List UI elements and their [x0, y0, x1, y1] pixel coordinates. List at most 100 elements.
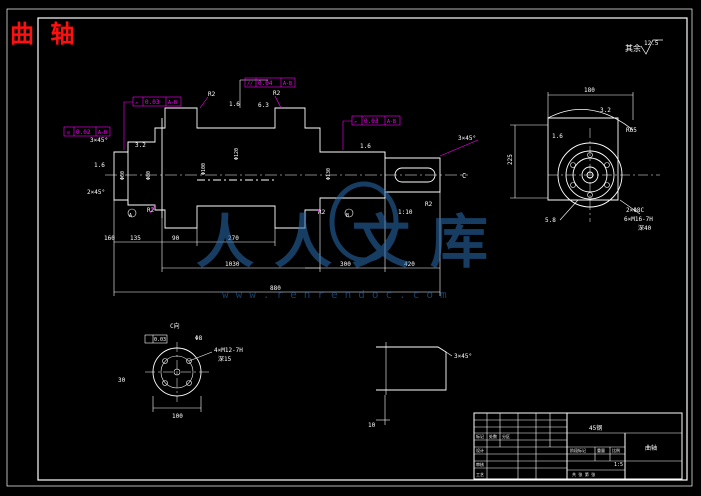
tol-frame-3: // 0.04 A-B: [244, 77, 296, 88]
section-note-0: 4×M12-7H: [214, 347, 243, 354]
tb-col-1: 重量: [597, 447, 605, 453]
detail-view-labels: 3×45° 10: [368, 353, 472, 429]
section-view-labels: C向 0.03 30 Φ8 100 4×M12-7H 深15: [118, 322, 243, 420]
side-note-0: 6×M16-7H: [624, 216, 653, 223]
detail-dim: 10: [368, 422, 376, 429]
taper-ratio: 1:10: [398, 209, 413, 216]
chamfer-left-top: 3×45°: [90, 137, 108, 144]
mark-5: 6.3: [258, 102, 269, 109]
mark-2: 1.6: [229, 101, 240, 108]
side-dim-height: 225: [507, 154, 514, 165]
inner-border: [37, 17, 688, 481]
svg-text:↗: ↗: [354, 119, 357, 125]
radius-4: R2: [318, 209, 326, 216]
dia-1: Φ60: [120, 171, 126, 180]
section-dim-dia: Φ8: [195, 335, 203, 342]
watermark: 人人文库 www.renrendoc.com: [196, 181, 508, 301]
dia-2: Φ80: [146, 171, 152, 180]
radius-2: R2: [273, 90, 281, 97]
mark-4: 3.2: [135, 142, 146, 149]
diameter-labels: Φ60 Φ80 Φ100 Φ120 Φ130: [120, 148, 332, 180]
mark-1: 1.6: [94, 162, 105, 169]
side-radius: R65: [626, 127, 637, 134]
tb-code: [650, 466, 653, 472]
svg-text:A-B: A-B: [98, 130, 107, 136]
title-block: [473, 412, 683, 480]
side-dim-top: 180: [584, 87, 595, 94]
svg-text:0.03: 0.03: [364, 118, 379, 125]
svg-text://: //: [247, 81, 253, 87]
tb-row-2: 审核: [476, 461, 484, 467]
dimension-lines: [113, 79, 441, 296]
chamfer-right: 3×45°: [458, 135, 476, 142]
svg-text:◎: ◎: [67, 130, 70, 136]
tb-row-1: 设计: [476, 447, 484, 453]
view-arrow-c: C: [462, 172, 466, 180]
dim-880: 880: [270, 285, 281, 292]
side-note-2: 2×Φ8C: [626, 207, 644, 214]
svg-text:0.04: 0.04: [258, 80, 273, 87]
dia-5: Φ130: [326, 168, 332, 180]
dim-1030: 1030: [225, 261, 240, 268]
dim-90: 90: [172, 235, 180, 242]
watermark-text: 人人文库: [196, 208, 508, 276]
section-tolerance: 0.03: [154, 337, 166, 343]
svg-text:↗: ↗: [135, 100, 138, 106]
tolerance-frames: ◎ 0.02 A-B ↗ 0.03 A-B // 0.04 A-B ↗ 0.03…: [63, 77, 479, 215]
side-mark-2: 1.6: [552, 133, 563, 140]
roughness-note-value: 12.5: [644, 40, 659, 47]
tb-col-2: 比例: [612, 447, 620, 453]
section-label: C向: [170, 322, 180, 330]
main-view: [105, 79, 468, 296]
detail-view: [376, 342, 453, 425]
page-title: 曲 轴: [10, 20, 79, 48]
tb-row-5: 分区: [502, 433, 510, 439]
side-mark-0: 5.8: [545, 217, 556, 224]
datum-a: A: [129, 213, 132, 219]
tol-frame-2: ↗ 0.03 A-B: [123, 96, 182, 150]
tb-scale: 1:5: [614, 462, 623, 468]
section-dim-30: 30: [118, 377, 126, 384]
tol-frame-1: ◎ 0.02 A-B: [63, 126, 111, 137]
chamfer-left: 2×45°: [87, 189, 105, 196]
dim-135: 135: [130, 235, 141, 242]
roughness-note: 其余 12.5: [625, 39, 663, 55]
tb-col-0: 阶段标记: [570, 447, 586, 453]
svg-text:A-B: A-B: [283, 81, 292, 87]
side-view-labels: 180 225 R65 2×Φ8C 6×M16-7H 深40 5.8 3.2 1…: [507, 87, 653, 232]
tb-extra: 共 张 第 张: [572, 471, 595, 477]
svg-text:A-B: A-B: [168, 100, 177, 106]
section-dim-100: 100: [172, 413, 183, 420]
tb-row-4: 处数: [489, 433, 497, 439]
tol-frame-4: ↗ 0.03 A-B: [342, 115, 401, 150]
side-mark-1: 3.2: [600, 107, 611, 114]
mark-3: 1.6: [360, 143, 371, 150]
side-view: [510, 92, 660, 222]
tb-material: 45钢: [589, 424, 602, 432]
detail-chamfer: 3×45°: [454, 353, 472, 360]
watermark-url: www.renrendoc.com: [222, 288, 454, 301]
tb-row-3: 工艺: [476, 472, 484, 477]
dim-420: 420: [404, 261, 415, 268]
tb-part-name: 曲轴: [645, 444, 657, 452]
svg-text:A-B: A-B: [387, 119, 396, 125]
datum-b: B: [346, 213, 349, 219]
main-view-labels: 135 90 270 1030 300 420 880 160 1:10 A B…: [87, 90, 476, 292]
outer-border: [6, 8, 693, 487]
dia-4: Φ120: [234, 148, 240, 160]
dia-3: Φ100: [201, 163, 207, 175]
dim-160: 160: [104, 235, 115, 242]
dim-300: 300: [340, 261, 351, 268]
title-block-labels: 45钢 曲轴 1:5 阶段标记 重量 比例 标记 处数 分区 设计 审核 工艺 …: [476, 424, 657, 477]
tb-row-0: 标记: [476, 433, 484, 439]
svg-text:0.02: 0.02: [76, 129, 91, 136]
radius-5: R2: [425, 201, 433, 208]
svg-text:0.03: 0.03: [145, 99, 160, 106]
section-note-1: 深15: [218, 355, 232, 363]
radius-1: R2: [208, 91, 216, 98]
roughness-note-label: 其余: [625, 43, 641, 53]
section-view: [144, 334, 213, 412]
side-note-1: 深40: [638, 224, 652, 232]
dim-270: 270: [228, 235, 239, 242]
